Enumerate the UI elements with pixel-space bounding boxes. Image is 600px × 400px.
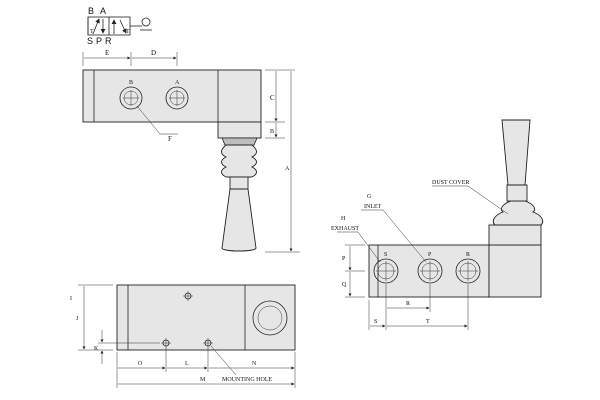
inlet-label: INLET xyxy=(364,204,382,210)
port-p-circle xyxy=(417,258,443,284)
port-b-circle xyxy=(119,86,143,110)
dim-j-label: J xyxy=(76,316,79,322)
lever-handle xyxy=(221,188,257,252)
dim-b-label: B xyxy=(270,129,274,135)
dim-q-label: Q xyxy=(342,282,347,288)
symbol-t-right: T xyxy=(126,29,130,35)
top-port-b-label: B xyxy=(129,80,133,86)
dim-k-label: K xyxy=(94,346,99,352)
dim-e-label: E xyxy=(105,49,109,57)
dim-n-label: N xyxy=(252,361,257,367)
dim-p-label: P xyxy=(342,256,346,262)
mounting-hole-label: MOUNTING HOLE xyxy=(222,377,272,383)
port-a-circle xyxy=(165,86,189,110)
top-view: B A E D C B A F xyxy=(82,49,300,253)
front-port-p-label: P xyxy=(428,252,432,258)
front-lever xyxy=(501,119,531,186)
dim-m-label: M xyxy=(200,377,206,383)
symbol-port-s: S xyxy=(87,36,93,46)
dim-r-label: R xyxy=(406,301,410,307)
symbol-port-b: B xyxy=(88,6,94,16)
symbol-port-r: R xyxy=(105,36,112,46)
dim-i-label: I xyxy=(70,296,72,302)
dim-t-label: T xyxy=(426,319,430,325)
top-port-a-label: A xyxy=(175,80,180,86)
dim-o-label: O xyxy=(138,361,143,367)
symbol-t-left: T xyxy=(90,29,94,35)
port-r-circle xyxy=(455,258,481,284)
dim-a-label: A xyxy=(285,166,290,172)
front-port-s-label: S xyxy=(384,252,387,258)
dim-g-label: G xyxy=(367,194,372,200)
dim-f-label: F xyxy=(168,135,172,143)
side-port-outer xyxy=(252,300,288,336)
bellows xyxy=(221,144,257,178)
dim-d-label: D xyxy=(151,49,156,57)
symbol-port-a: A xyxy=(100,6,106,16)
front-port-r-label: R xyxy=(466,252,470,258)
dust-cover-label: DUST COVER xyxy=(432,180,469,186)
bottom-view: J K O L N M MOUNTING HOLE xyxy=(76,284,296,388)
dim-s-label: S xyxy=(374,319,377,325)
port-s-circle xyxy=(373,258,399,284)
dim-h-label: H xyxy=(341,216,346,222)
exhaust-label: EXHAUST xyxy=(331,226,359,232)
symbol-port-p: P xyxy=(96,36,102,46)
valve-symbol: B A S P R T T xyxy=(87,6,152,46)
dim-l-label: L xyxy=(185,361,189,367)
dim-c-label: C xyxy=(270,94,275,102)
front-view: S P R EXHAUST H INLET G DUST COVER P Q R… xyxy=(331,119,544,330)
dust-cover xyxy=(492,200,544,226)
